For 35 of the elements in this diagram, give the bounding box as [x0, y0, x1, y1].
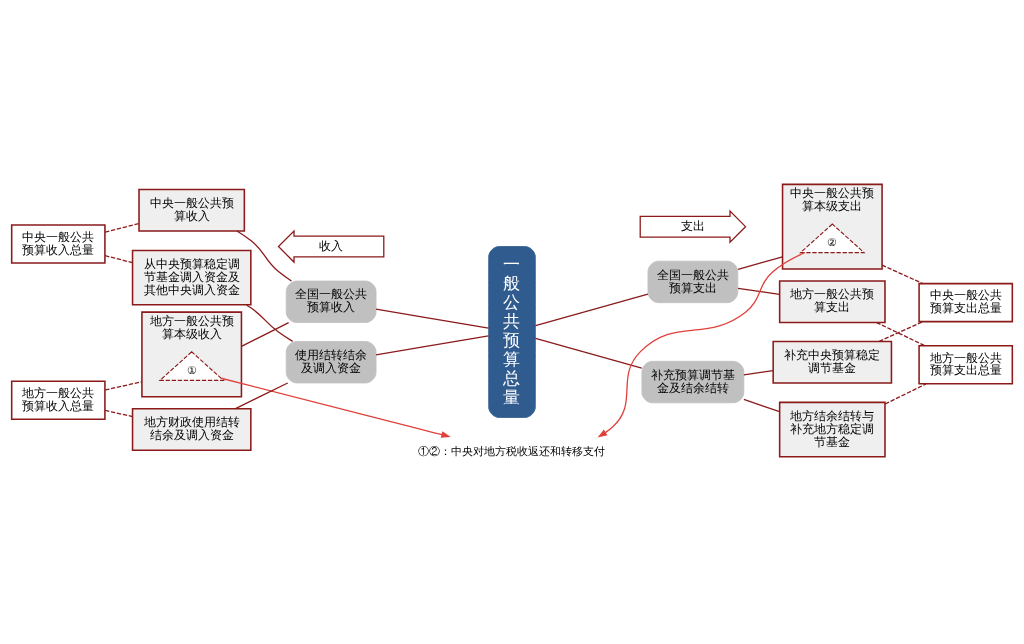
connector — [104, 409, 134, 417]
node-box: 从中央预算稳定调节基金调入资金及其他中央调入资金 — [131, 249, 252, 306]
connector — [245, 303, 294, 342]
node-box: 地方财政使用结转结余及调入资金 — [131, 407, 252, 451]
node-box: 补充预算调节基金及结余结转 — [641, 360, 745, 403]
connector — [737, 287, 781, 295]
node-box: 一般公共预算总量 — [488, 245, 536, 418]
node-box: 使用结转结余及调入资金 — [285, 340, 377, 383]
node-box: 中央一般公共预算收入总量 — [10, 223, 106, 264]
node-box: 全国一般公共预算支出 — [647, 260, 739, 303]
connector — [534, 337, 643, 369]
node-box: 中央一般公共预算支出总量 — [918, 282, 1014, 322]
connector — [743, 398, 781, 412]
node-box: 地方结余结转与补充地方稳定调节基金 — [778, 401, 886, 458]
arrow — [220, 377, 451, 438]
connector — [104, 222, 140, 233]
arrow — [597, 251, 806, 437]
node-box: 地方一般公共预算收入总量 — [10, 379, 106, 420]
node-text: ①②：中央对地方税收返还和转移支付 — [418, 444, 606, 458]
node-box: 全国一般公共预算收入 — [285, 280, 377, 323]
node-box: 地方一般公共预算支出 — [778, 279, 886, 323]
connector — [236, 229, 293, 282]
connector — [534, 293, 649, 326]
connector — [737, 255, 784, 270]
connector — [884, 382, 927, 405]
node-box: 补充中央预算稳定调节基金 — [772, 340, 893, 384]
connector — [375, 308, 490, 329]
connector — [240, 321, 290, 347]
connector — [881, 264, 924, 284]
connector — [375, 334, 490, 355]
node-box: 地方一般公共预算支出总量 — [918, 344, 1014, 385]
connector — [104, 380, 143, 391]
node-box: 中央一般公共预算收入 — [138, 188, 246, 232]
connector — [104, 254, 134, 263]
connector — [743, 369, 774, 375]
